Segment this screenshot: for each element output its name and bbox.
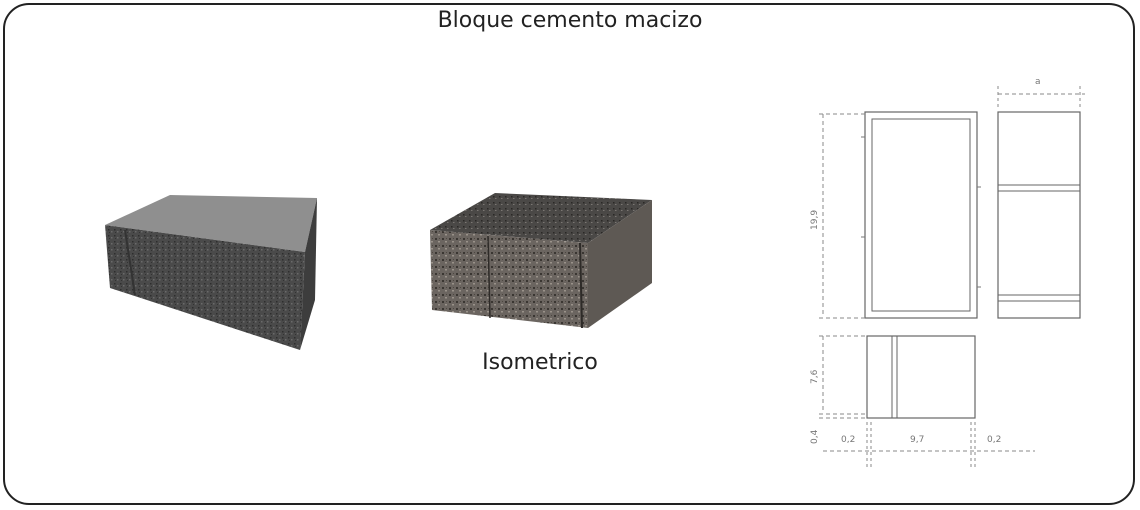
dim-label-a: a — [1035, 77, 1041, 87]
top-view-outline — [864, 111, 978, 319]
block-top-face — [430, 193, 652, 243]
dim-label-right-margin: 0,2 — [987, 435, 1001, 445]
side-view-outline — [997, 111, 1081, 319]
front-view-outline — [866, 335, 976, 419]
dim-label-left-margin: 0,2 — [841, 435, 855, 445]
dim-label-depth: 7,6 — [810, 369, 820, 384]
isometric-caption: Isometrico — [482, 350, 598, 375]
block-right-face — [588, 200, 652, 328]
diagram-title: Bloque cemento macizo — [437, 8, 703, 33]
block-right-face — [300, 198, 317, 350]
block-top-face — [105, 195, 317, 252]
block-render-smooth-top — [105, 195, 317, 350]
dim-label-height: 19,9 — [810, 210, 820, 230]
dim-label-inner-width: 9,7 — [910, 435, 924, 445]
block-front-face — [430, 230, 588, 328]
block-left-face — [105, 225, 305, 350]
dim-label-base: 0,4 — [810, 429, 820, 444]
technical-drawing: a 19,9 7,6 0,4 0,2 9,7 0,2 — [810, 77, 1085, 467]
diagram-frame — [3, 3, 1135, 505]
block-render-textured — [430, 193, 652, 328]
